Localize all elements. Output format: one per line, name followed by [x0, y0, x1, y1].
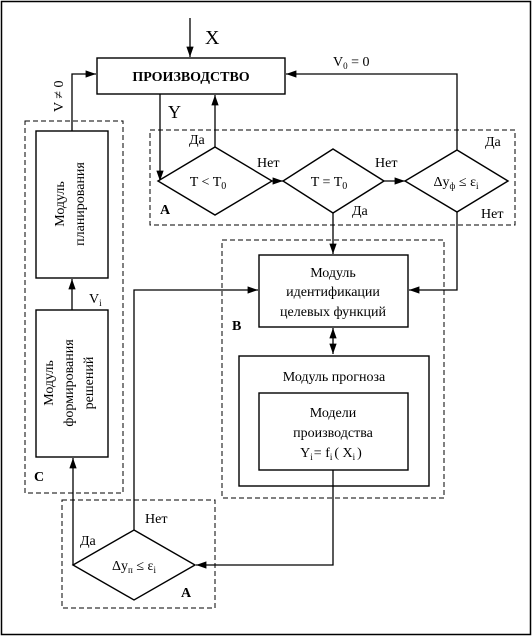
dy-p-no-label: Нет	[145, 512, 167, 527]
models-output-arrow	[196, 470, 334, 569]
identification-line-1: Модуль	[310, 266, 356, 281]
region-a-bottom-label: A	[181, 586, 192, 601]
dy-p-diamond	[71, 529, 197, 601]
y-signal-label: Y	[168, 102, 181, 122]
region-c-label: C	[34, 470, 44, 485]
dy-f-no-arrow	[409, 212, 458, 294]
region-a-bottom	[61, 499, 216, 609]
decision-line-1: Модуль	[42, 360, 57, 406]
region-b-label: B	[232, 319, 241, 334]
planning-box	[35, 130, 109, 279]
identification-box	[258, 254, 409, 328]
models-box	[258, 392, 409, 471]
model-formula: Yi= fi( Xi)	[300, 446, 362, 462]
region-a-top-label: A	[160, 203, 171, 218]
forecast-label: Модуль прогноза	[283, 370, 386, 385]
identification-line-2: идентификации	[286, 285, 380, 300]
dy-f-yes-arrow	[286, 70, 458, 150]
t-less-no-label: Нет	[257, 156, 279, 171]
v-ne-label: V ≠ 0	[52, 80, 67, 112]
t-less-yes-label: Да	[189, 133, 206, 148]
models-line-1: Модели	[310, 406, 357, 421]
t-equal-yes-label: Да	[352, 204, 369, 219]
t-less-diamond	[156, 146, 274, 216]
dy-f-condition: Δyф ≤ εi	[434, 175, 479, 191]
dy-f-yes-label: Да	[485, 135, 502, 150]
decision-line-3: решений	[82, 356, 97, 409]
dy-p-no-arrow	[133, 286, 258, 530]
vi-label: Vi	[89, 292, 102, 308]
models-line-2: производства	[293, 426, 374, 441]
planning-line-2: планирования	[73, 162, 88, 246]
planning-line-1: Модуль	[53, 181, 68, 227]
dy-f-no-label: Нет	[481, 207, 503, 222]
production-label: ПРОИЗВОДСТВО	[132, 70, 249, 85]
x-signal-label: X	[205, 27, 220, 49]
t-equal-condition: T = T0	[311, 175, 348, 192]
decision-box	[35, 309, 109, 458]
dy-p-condition: Δyп ≤ εi	[112, 559, 156, 575]
region-c	[24, 120, 124, 494]
identification-line-3: целевых функций	[280, 305, 386, 320]
dy-p-yes-label: Да	[80, 534, 97, 549]
decision-line-2: формирования	[62, 339, 77, 427]
v-ne-arrow	[71, 70, 96, 131]
t-equal-no-label: Нет	[375, 156, 397, 171]
production-box	[96, 57, 286, 95]
t-less-condition: T < T0	[190, 175, 227, 192]
v0-label: V0 = 0	[333, 55, 370, 71]
